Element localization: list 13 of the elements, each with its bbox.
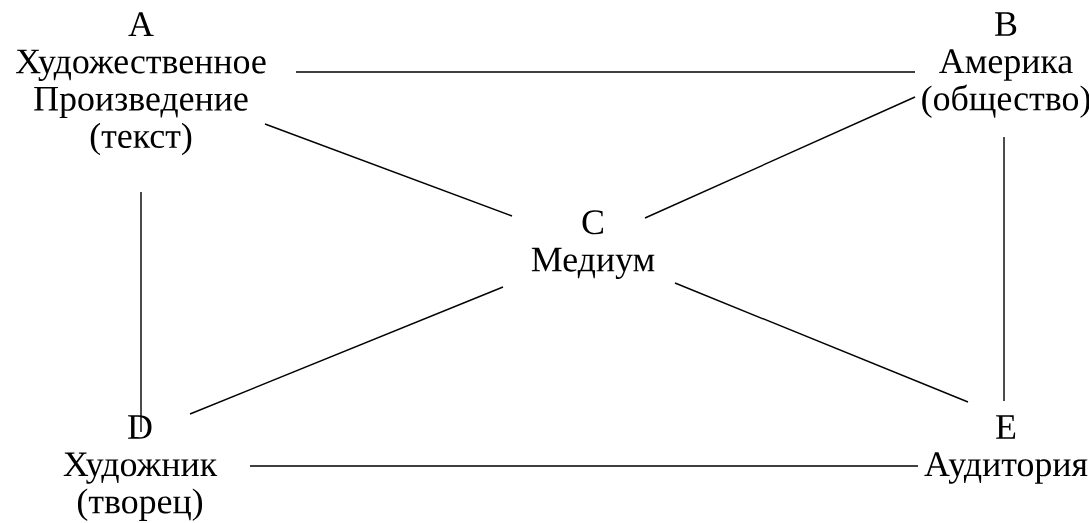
- node-label: D Художник (творец): [63, 415, 218, 521]
- connector-line: [140, 191, 142, 433]
- connector-line: [644, 96, 916, 219]
- connector-line: [249, 465, 919, 467]
- connector-line: [295, 71, 916, 73]
- node-label: E Аудитория: [924, 415, 1088, 484]
- connector-line: [1003, 136, 1005, 402]
- connector-line: [189, 286, 504, 415]
- connector-line: [264, 123, 513, 217]
- node-label: C Медиум: [531, 210, 655, 279]
- node-label: A Художественное Произведение (текст): [16, 12, 266, 156]
- node-label: B Америка (общество): [922, 12, 1089, 118]
- connector-line: [674, 282, 969, 403]
